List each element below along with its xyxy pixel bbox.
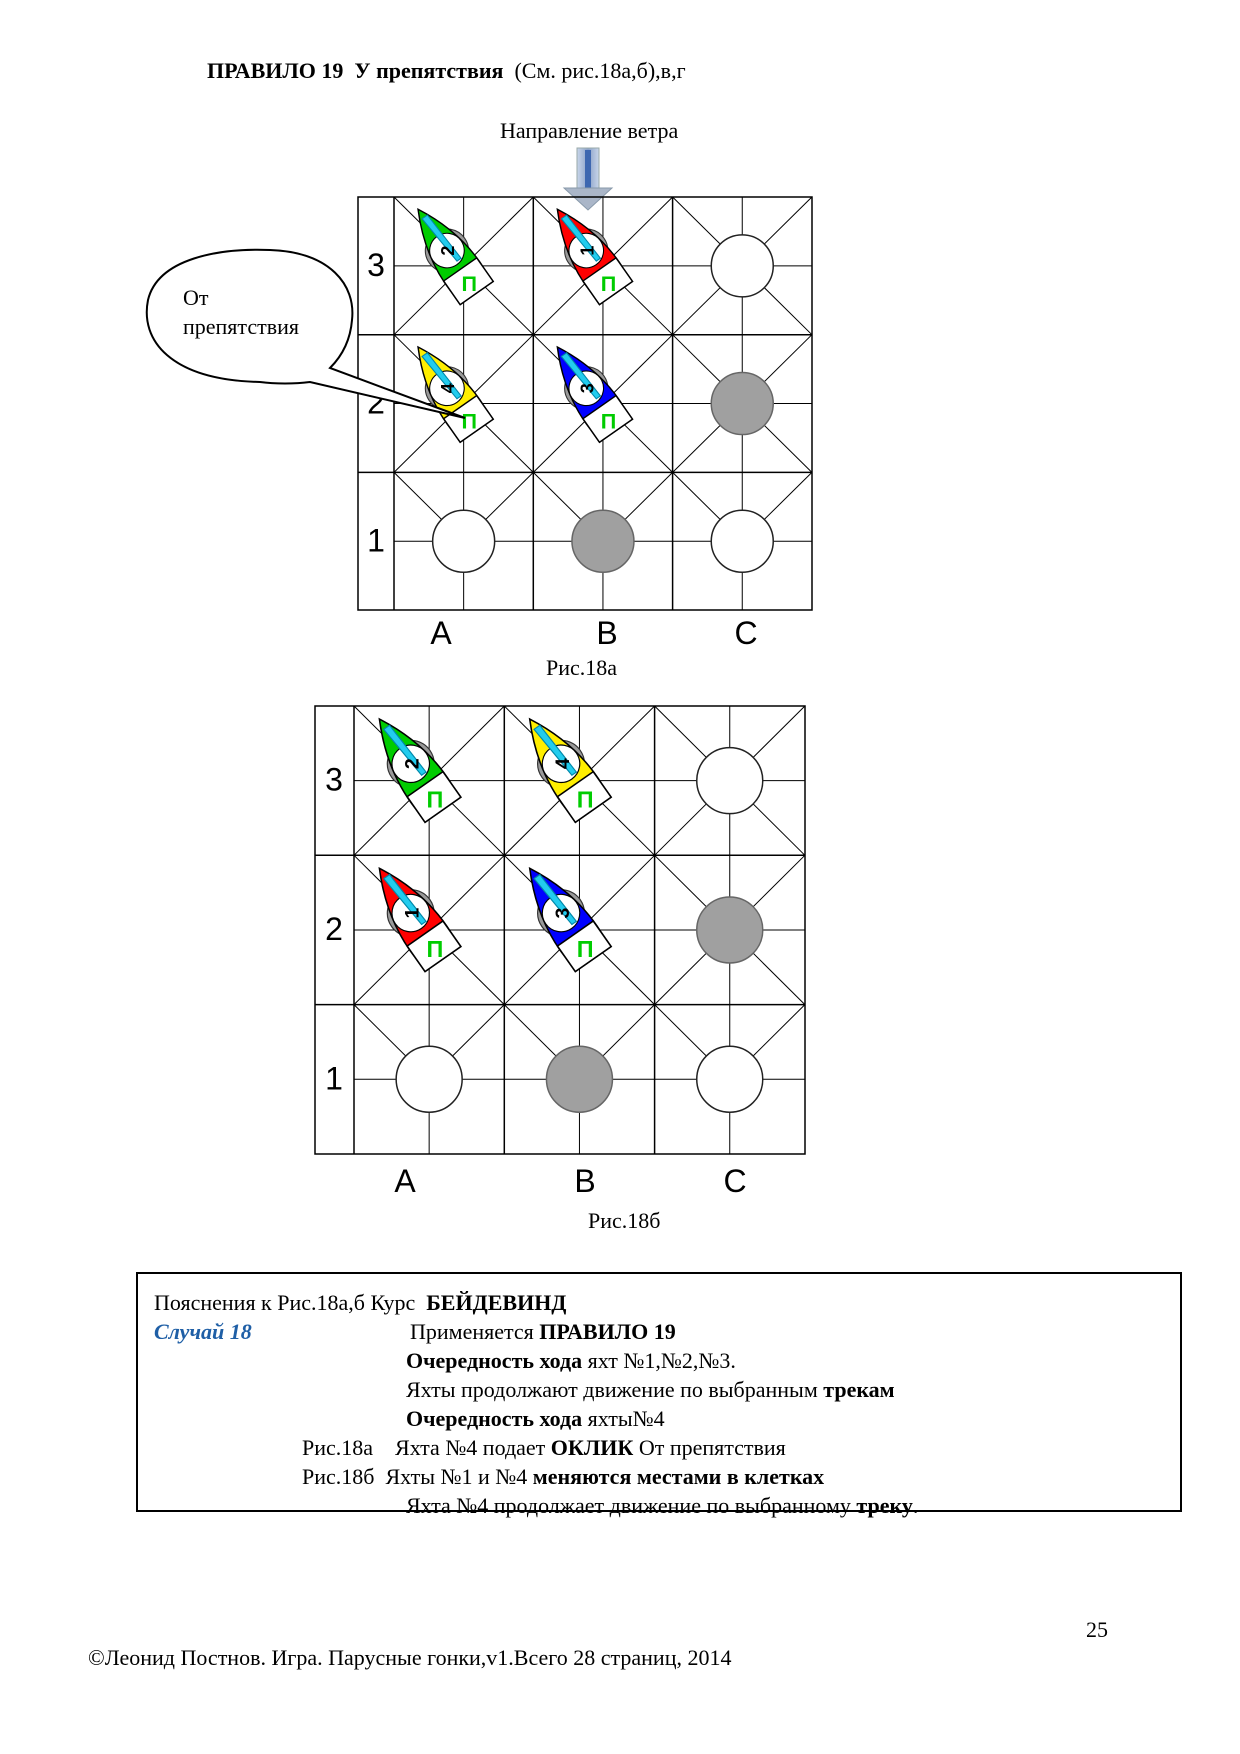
grey-mark [710,371,774,436]
explanation-heading: Пояснения к Рис.18а,б Курс БЕЙДЕВИНД [154,1290,567,1315]
rule-subtitle: У препятствия [354,58,504,83]
yacht-3: 3П [556,345,634,444]
grey-mark [696,896,764,964]
yacht-number: 3 [552,907,574,918]
white-mark [395,1045,463,1113]
move-order-line-1: Очередность хода яхт №1,№2,№3. [406,1348,736,1373]
continue-line: Яхты продолжают движение по выбранным тр… [406,1377,895,1402]
applies-rule-line: Применяется ПРАВИЛО 19 [410,1319,676,1344]
yacht-2: 2П [417,208,495,306]
yacht-mark: П [577,936,594,962]
fig-b-note: Рис.18б Яхты №1 и №4 меняются местами в … [302,1464,825,1489]
row-label: 1 [367,522,385,558]
wind-direction-label: Направление ветра [500,118,679,143]
wind-arrow-icon [562,147,614,211]
row-label: 2 [325,911,343,947]
column-label: B [596,615,617,651]
yacht-number: 4 [552,758,574,769]
yacht-mark: П [577,787,594,813]
case-label: Случай 18 [154,1319,252,1344]
column-label: A [394,1163,416,1199]
grey-mark [571,509,635,573]
row-label: 3 [367,247,385,283]
figure-18b-caption: Рис.18б [588,1208,661,1233]
yacht-mark: П [426,936,443,962]
column-label: B [574,1163,595,1199]
yacht-number: 3 [577,383,597,393]
callout-bubble: От препятствия [145,248,466,419]
white-mark [710,509,774,573]
footer-copyright: ©Леонид Постнов. Игра. Парусные гонки,v1… [88,1645,732,1670]
yacht-number: 4 [438,383,458,393]
rule-title: ПРАВИЛО 19 [207,58,344,83]
page-title: ПРАВИЛО 19 У препятствия (См. рис.18а,б)… [207,58,686,84]
yacht-4: 4П [417,345,495,444]
yacht-number: 1 [402,907,424,918]
white-mark [696,1045,764,1113]
yacht-mark: П [461,409,477,434]
explanation-box: Пояснения к Рис.18а,б Курс БЕЙДЕВИНД Слу… [136,1272,1182,1518]
yacht-number: 2 [438,246,458,256]
grey-mark [545,1045,614,1113]
white-mark [710,234,774,298]
yacht-number: 1 [577,246,597,256]
yacht-mark: П [426,787,443,813]
column-label: C [723,1163,746,1199]
yacht-mark: П [601,409,617,434]
row-label: 1 [325,1060,343,1096]
callout-line2: препятствия [183,314,299,339]
yacht-mark: П [601,271,617,296]
column-label: C [734,615,757,651]
course-name: БЕЙДЕВИНД [426,1290,567,1315]
row-label: 3 [325,762,343,798]
white-mark [431,509,496,573]
yacht-1: 1П [556,208,634,306]
white-mark [696,746,764,815]
fig-a-note: Рис.18а Яхта №4 подает ОКЛИК От препятст… [302,1435,786,1460]
yacht-3: 3П [528,866,613,973]
callout-line1: От [183,285,209,310]
column-label: A [430,615,452,651]
last-note: Яхта №4 продолжает движение по выбранном… [406,1493,919,1518]
figure-reference: (См. рис.18а,б),в,г [514,58,686,83]
page-number: 25 [1086,1617,1108,1642]
figure-18a-caption: Рис.18а [546,655,618,680]
yacht-2: 2П [378,717,462,824]
move-order-line-2: Очередность хода яхты№4 [406,1406,665,1431]
yacht-1: 1П [378,866,462,973]
yacht-mark: П [461,271,477,296]
yacht-number: 2 [402,758,424,769]
yacht-4: 4П [528,717,613,824]
